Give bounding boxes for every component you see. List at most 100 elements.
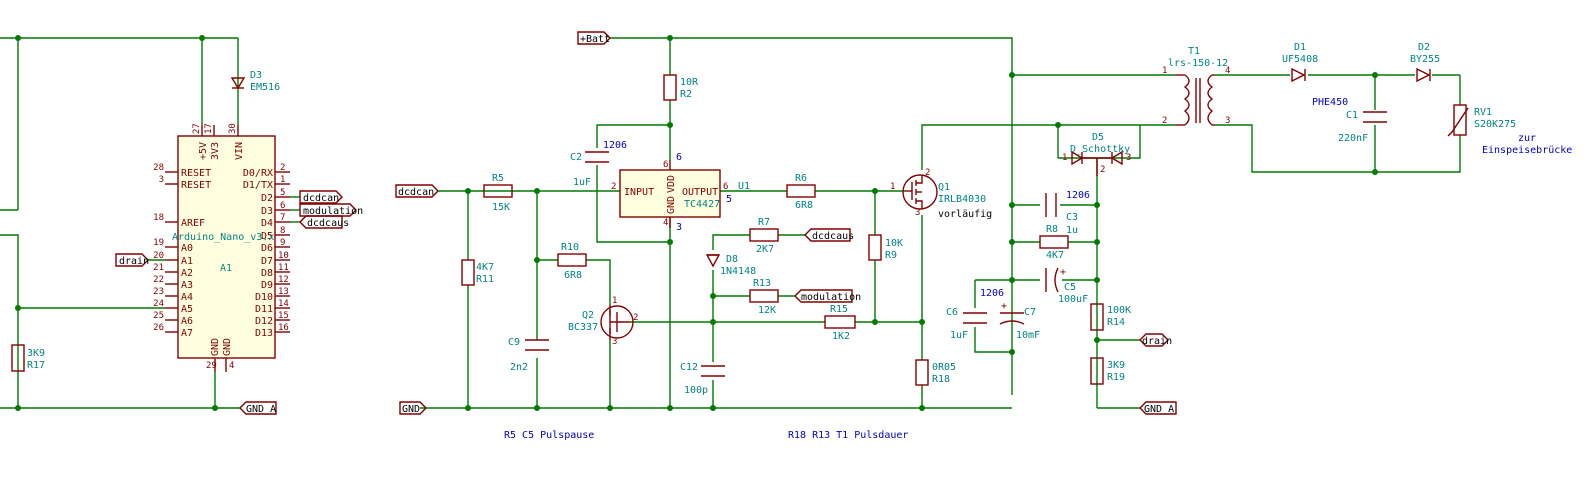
transformer-t1[interactable]: 1 2 3 4 T1 lrs-150-12 bbox=[1162, 46, 1230, 126]
resistor-r7[interactable]: R7 2K7 bbox=[749, 217, 779, 255]
net-label-gnd-a-left[interactable]: GND_A bbox=[239, 401, 277, 415]
arduino-pin-name: D3 bbox=[261, 206, 273, 217]
resistor-r10[interactable]: R10 6R8 bbox=[557, 242, 587, 281]
d8-value: 1N4148 bbox=[720, 266, 756, 277]
net-label-batt[interactable]: +Batt bbox=[577, 31, 611, 45]
varistor-rv1[interactable]: RV1 S20K275 zur Einspeisebrücke bbox=[1447, 104, 1572, 156]
arduino-right-pin-stubs bbox=[275, 171, 290, 333]
arduino-pin-num: 9 bbox=[280, 238, 285, 248]
capacitor-c2[interactable]: 1206 C2 1uF bbox=[570, 140, 627, 188]
net-label-modulation-in[interactable]: modulation bbox=[794, 289, 861, 303]
q2-pin-1: 1 bbox=[612, 296, 617, 306]
resistor-r5[interactable]: R5 15K bbox=[483, 173, 513, 213]
diode-d8[interactable]: D8 1N4148 bbox=[705, 254, 756, 277]
arduino-nano-symbol[interactable]: 27 17 30 +5V 3V3 VIN RESET RESET AREF A0… bbox=[153, 123, 290, 372]
c5-value: 100uF bbox=[1058, 294, 1088, 305]
u1-gnd: GND bbox=[666, 196, 677, 214]
d8-ref: D8 bbox=[726, 254, 738, 265]
resistor-r17[interactable]: 3K9 R17 bbox=[11, 344, 45, 372]
net-label-text: dcdcaus bbox=[307, 218, 349, 229]
net-label-drain-right[interactable]: drain bbox=[1139, 333, 1172, 347]
arduino-ref: A1 bbox=[220, 263, 232, 274]
r17-value: 3K9 bbox=[27, 348, 45, 359]
net-label-modulation-out[interactable]: modulation bbox=[299, 203, 363, 217]
arduino-pin-name: D13 bbox=[255, 328, 273, 339]
arduino-pin-num-4: 4 bbox=[229, 361, 234, 371]
c3-ref: C3 bbox=[1066, 212, 1078, 223]
net-label-text: dcdcan bbox=[303, 193, 339, 204]
c7-ref: C7 bbox=[1024, 307, 1036, 318]
q1-note: vorläufig bbox=[938, 209, 992, 220]
resistor-r19[interactable]: 3K9 R19 bbox=[1090, 357, 1125, 385]
net-label-drain-left[interactable]: drain bbox=[115, 253, 149, 267]
capacitor-c6[interactable]: 1206 C6 1uF bbox=[946, 288, 1004, 341]
net-label-gnd[interactable]: GND bbox=[399, 401, 427, 415]
capacitor-c5[interactable]: + C5 100uF bbox=[1045, 267, 1088, 305]
transistor-q2[interactable]: 1 2 3 Q2 BC337 bbox=[568, 296, 638, 347]
arduino-pin-num: 5 bbox=[280, 188, 285, 198]
q1-pin-2: 2 bbox=[925, 168, 930, 178]
r14-value: 100K bbox=[1107, 305, 1131, 316]
c1-value: 220nF bbox=[1338, 133, 1368, 144]
arduino-pin-num: 26 bbox=[153, 323, 164, 333]
r11-value: 4K7 bbox=[476, 262, 494, 273]
diode-d5[interactable]: 1 2 3 D5 D_Schottky bbox=[1062, 132, 1131, 176]
arduino-pin-name: D0/RX bbox=[243, 168, 273, 179]
r6-value: 6R8 bbox=[795, 200, 813, 211]
net-label-gnd-a-right[interactable]: GND_A bbox=[1139, 401, 1177, 415]
net-label-text: drain bbox=[1142, 336, 1172, 347]
capacitor-c7[interactable]: + C7 10mF bbox=[999, 301, 1040, 341]
net-label-text: modulation bbox=[303, 206, 363, 217]
arduino-pin-num: 28 bbox=[153, 163, 164, 173]
net-label-text: dcdcaus bbox=[812, 231, 854, 242]
rv1-value: S20K275 bbox=[1474, 119, 1516, 130]
diode-d1[interactable]: D1 UF5408 bbox=[1282, 42, 1318, 83]
r10-ref: R10 bbox=[561, 242, 579, 253]
t1-pin-4: 4 bbox=[1225, 66, 1230, 76]
arduino-pin-name: A3 bbox=[181, 280, 193, 291]
net-label-dcdcaus-in[interactable]: dcdcaus bbox=[299, 215, 349, 229]
net-label-text: GND bbox=[402, 404, 420, 415]
c1-ref: C1 bbox=[1346, 110, 1358, 121]
resistor-r6[interactable]: R6 6R8 bbox=[786, 173, 816, 211]
net-label-text: dcdcan bbox=[398, 187, 434, 198]
resistor-r13[interactable]: R13 12K bbox=[749, 278, 779, 316]
u1-unit-pin-output: 5 bbox=[726, 194, 732, 205]
resistor-r2[interactable]: 10R R2 bbox=[663, 74, 699, 101]
c7-value: 10mF bbox=[1016, 330, 1040, 341]
r19-ref: R19 bbox=[1107, 372, 1125, 383]
r2-value: 10R bbox=[680, 77, 699, 88]
capacitor-c1[interactable]: PHE450 C1 220nF bbox=[1312, 97, 1387, 144]
diode-d2[interactable]: D2 BY255 bbox=[1410, 42, 1440, 83]
net-label-text: GND_A bbox=[246, 404, 276, 415]
resistor-r15[interactable]: R15 1K2 bbox=[824, 304, 856, 342]
c5-ref: C5 bbox=[1064, 282, 1076, 293]
capacitor-c12[interactable]: C12 100p bbox=[680, 362, 725, 396]
driver-u1[interactable]: INPUT OUTPUT TC4427 VDD GND 2 6 6 4 6 5 … bbox=[611, 152, 750, 233]
resistor-r18[interactable]: 0R05 R18 bbox=[915, 359, 956, 386]
capacitor-c9[interactable]: C9 2n2 bbox=[508, 337, 549, 373]
r2-ref: R2 bbox=[680, 89, 692, 100]
u1-unit-pin-gnd: 3 bbox=[676, 222, 682, 233]
arduino-pin-num: 25 bbox=[153, 311, 164, 321]
resistor-r11[interactable]: 4K7 R11 bbox=[461, 259, 494, 286]
arduino-pin-name: RESET bbox=[181, 168, 211, 179]
arduino-pin-num: 10 bbox=[278, 251, 289, 261]
net-label-dcdcaus-out[interactable]: dcdcaus bbox=[804, 228, 854, 242]
resistor-r9[interactable]: 10K R9 bbox=[868, 234, 903, 261]
resistor-r14[interactable]: 100K R14 bbox=[1090, 303, 1131, 331]
c3-package: 1206 bbox=[1066, 190, 1090, 201]
resistor-r8[interactable]: R8 4K7 bbox=[1039, 224, 1069, 261]
q2-ref: Q2 bbox=[582, 310, 594, 321]
r8-ref: R8 bbox=[1046, 224, 1058, 235]
net-label-dcdcan-in[interactable]: dcdcan bbox=[395, 184, 439, 198]
mosfet-q1[interactable]: 1 2 3 Q1 IRLB4030 vorläufig bbox=[890, 168, 992, 220]
r15-ref: R15 bbox=[830, 304, 848, 315]
r5-value: 15K bbox=[492, 202, 510, 213]
capacitor-c3[interactable]: 1206 C3 1u bbox=[1045, 190, 1090, 236]
diode-d3[interactable]: D3 EM516 bbox=[230, 70, 280, 93]
arduino-pin-name: D11 bbox=[255, 304, 273, 315]
net-label-dcdcan-out[interactable]: dcdcan bbox=[299, 190, 343, 204]
arduino-pin-num: 21 bbox=[153, 263, 164, 273]
